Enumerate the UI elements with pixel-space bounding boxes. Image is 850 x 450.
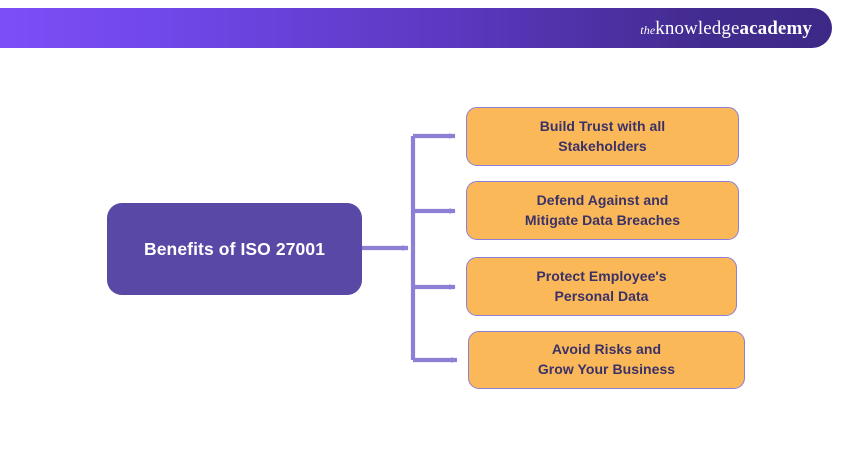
benefit-label-1-line1: Build Trust with all	[539, 117, 666, 134]
brand-logo: theknowledgeacademy	[640, 19, 812, 38]
benefit-label-2-line1: Defend Against and	[536, 191, 669, 208]
logo-text-the: the	[640, 22, 656, 37]
root-node-label: Benefits of ISO 27001	[143, 238, 326, 259]
benefit-label-3-line2: Personal Data	[554, 287, 649, 304]
benefit-label-3-line1: Protect Employee's	[536, 267, 667, 284]
benefit-label-4-line1: Avoid Risks and	[551, 341, 662, 358]
logo-text-knowledge: knowledge	[655, 17, 740, 39]
benefit-label-1-line2: Stakeholders	[558, 137, 647, 154]
logo-text-academy: academy	[739, 17, 812, 39]
root-node: Benefits of ISO 27001	[107, 203, 362, 295]
header-bar: theknowledgeacademy	[0, 8, 832, 48]
benefit-label-4-line2: Grow Your Business	[537, 361, 676, 377]
benefit-label-2-line2: Mitigate Data Breaches	[524, 211, 681, 228]
